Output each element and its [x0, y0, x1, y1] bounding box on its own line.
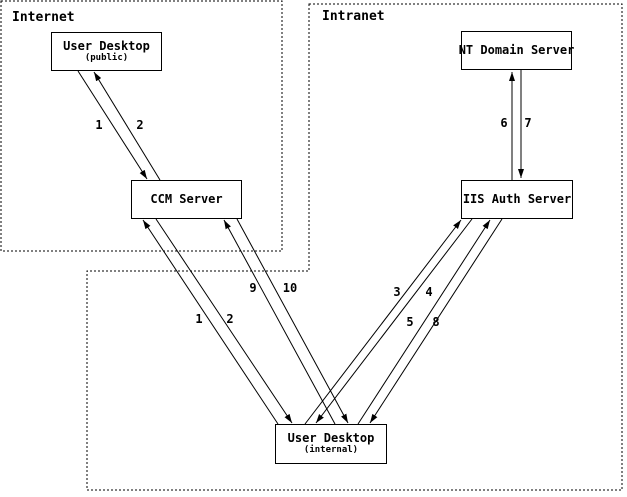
zone-label-intranet: Intranet [322, 9, 385, 24]
edge-line-ccm-server-to-user-desktop-public [93, 71, 161, 181]
node-ccm-server: CCM Server [131, 180, 242, 219]
node-title: CCM Server [150, 192, 223, 206]
zone-label-internet: Internet [12, 10, 75, 25]
edge-line-iis-auth-server-to-user-desktop-internal [315, 218, 473, 424]
node-subtitle: (internal) [303, 445, 359, 455]
edge-line-user-desktop-internal-to-iis-auth-server [357, 219, 491, 425]
edge-label-step-8: 8 [432, 315, 440, 329]
edge-label-step-7: 7 [524, 116, 532, 130]
edge-label-step-10: 10 [282, 281, 298, 295]
edge-line-user-desktop-internal-to-ccm-server [142, 219, 279, 425]
zone-intranet-outline [86, 3, 623, 491]
edge-line-user-desktop-public-to-ccm-server [77, 70, 148, 180]
edge-label-step-3: 3 [393, 285, 401, 299]
edge-label-step-6: 6 [500, 116, 508, 130]
node-title: User Desktop [63, 38, 150, 53]
node-title: IIS Auth Server [462, 192, 572, 206]
edge-line-user-desktop-internal-to-iis-auth-server [304, 219, 462, 425]
edge-arrows [77, 70, 524, 425]
edge-label-step-2: 2 [136, 118, 144, 132]
edge-label-step-2: 2 [226, 312, 234, 326]
edge-line-user-desktop-internal-to-ccm-server [223, 219, 336, 425]
edge-label-step-5: 5 [406, 315, 414, 329]
node-nt-domain-server: NT Domain Server [458, 31, 575, 70]
node-subtitle: (public) [84, 52, 129, 63]
edge-label-step-4: 4 [425, 285, 433, 299]
edge-label-step-1: 1 [195, 312, 203, 326]
node-user-desktop-internal: User Desktop (internal) [275, 424, 387, 464]
node-iis-auth-server: IIS Auth Server [461, 180, 573, 219]
node-title: NT Domain Server [458, 43, 575, 57]
node-title: User Desktop [287, 431, 375, 445]
edge-line-ccm-server-to-user-desktop-internal [155, 218, 293, 424]
edge-label-step-9: 9 [249, 281, 257, 295]
edge-line-iis-auth-server-to-user-desktop-internal [369, 218, 503, 424]
node-user-desktop-public: User Desktop (public) [51, 32, 162, 71]
edge-label-step-1: 1 [95, 118, 103, 132]
edge-line-ccm-server-to-user-desktop-internal [236, 218, 349, 424]
